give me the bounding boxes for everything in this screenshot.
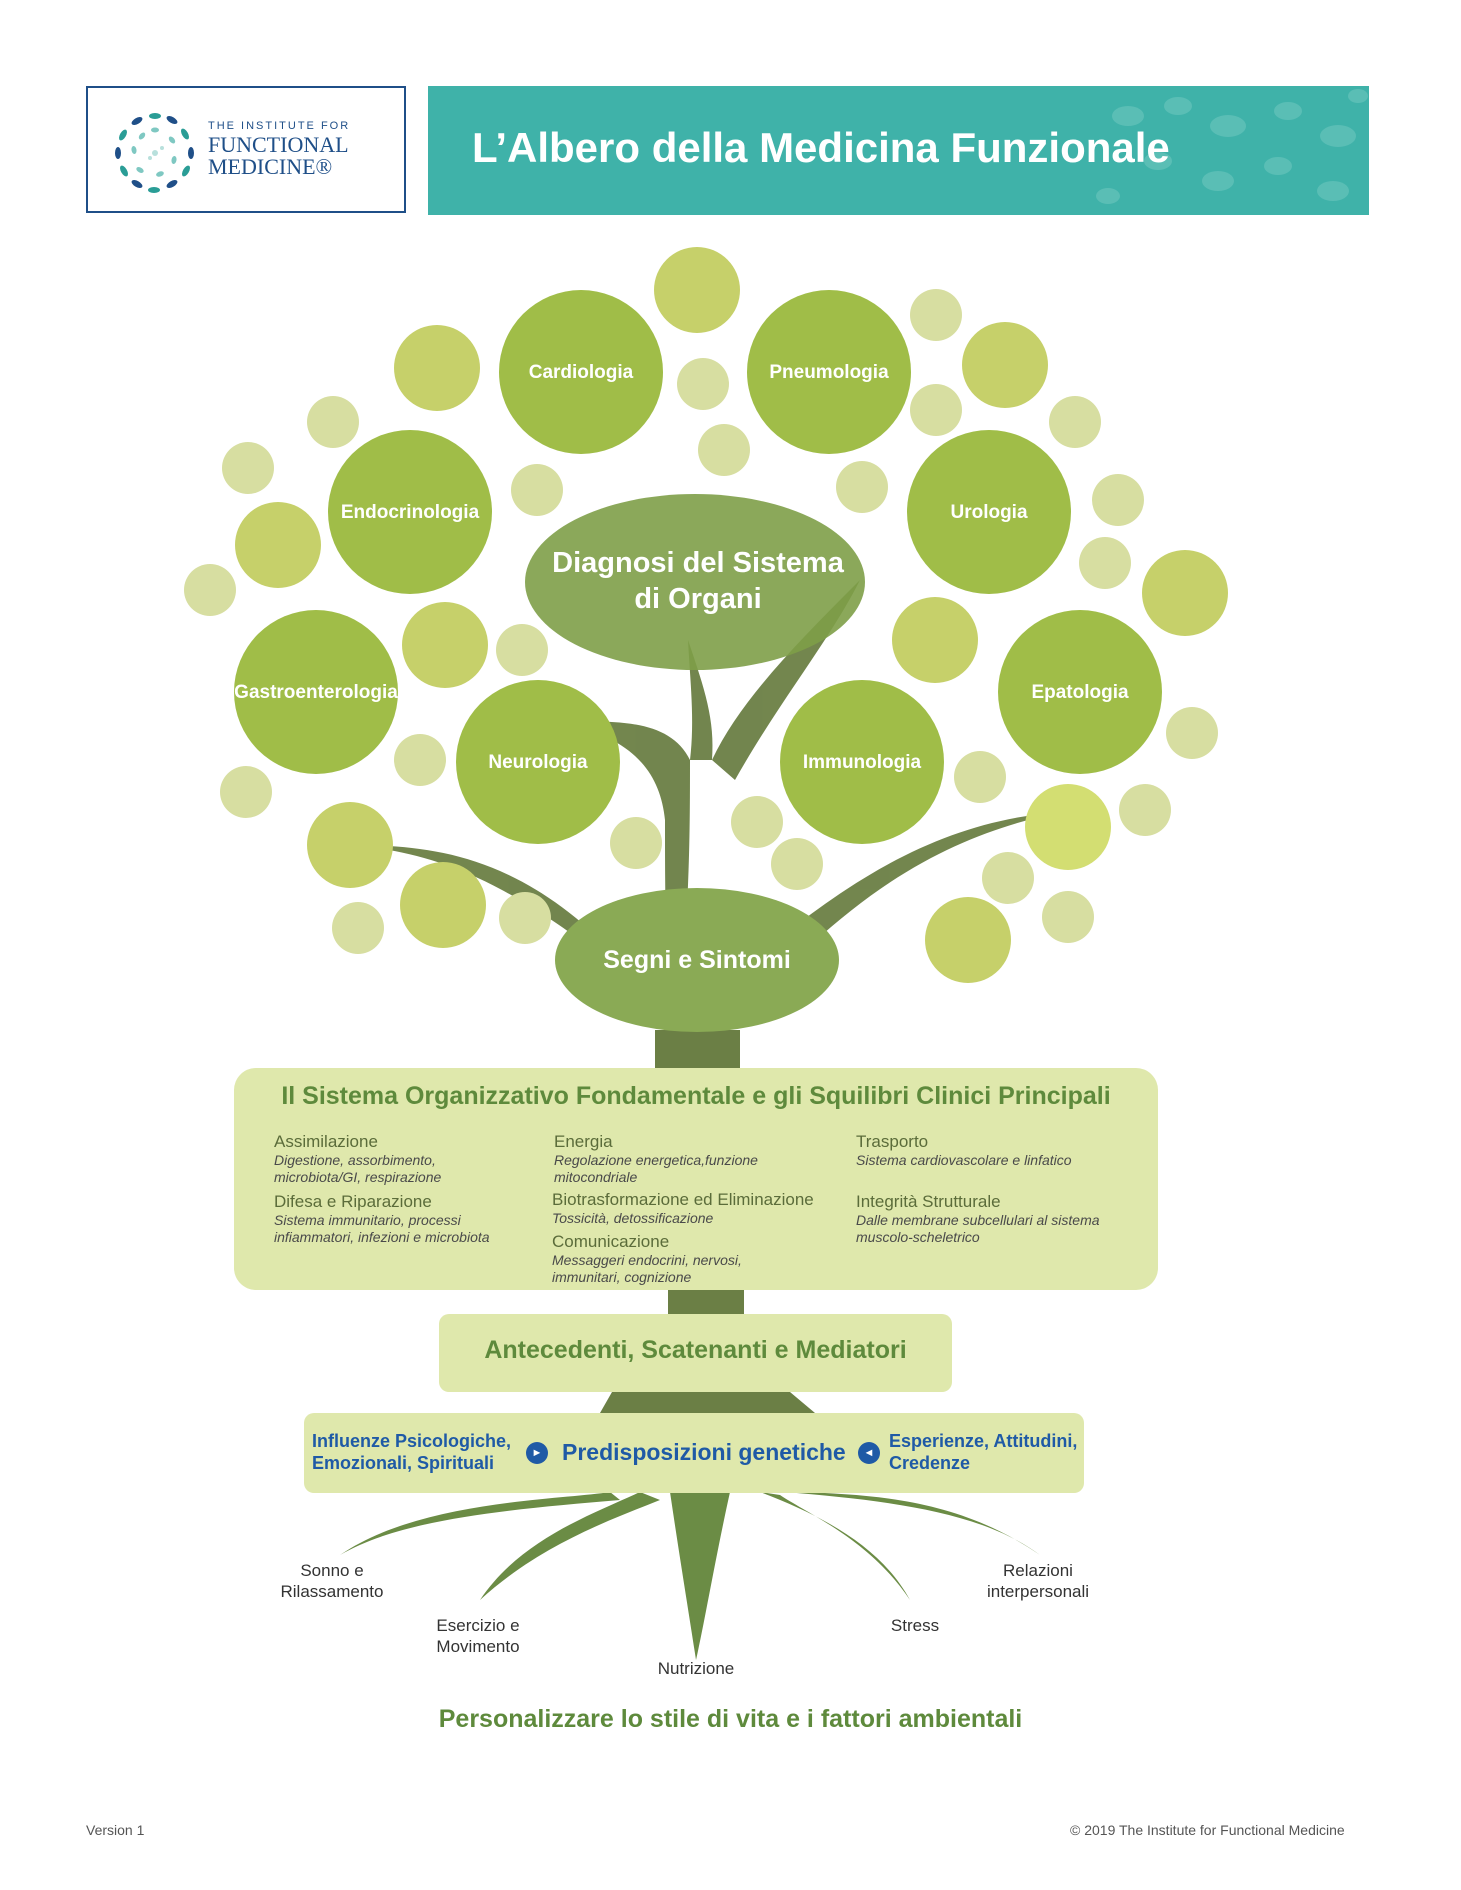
specialty-label-urologia: Urologia <box>950 502 1027 523</box>
root-label-sleep: Sonno e Rilassamento <box>280 1561 384 1601</box>
root-label-nutrition: Nutrizione <box>657 1659 735 1678</box>
specialty-label-pneumologia: Pneumologia <box>769 362 889 383</box>
psychological-influences-label: Influenze Psicologiche, Emozionali, Spir… <box>312 1431 512 1473</box>
arrow-left-icon: ◄ <box>858 1442 880 1464</box>
genetic-predispositions-label: Predisposizioni genetiche <box>562 1439 846 1465</box>
specialty-circle-pneumologia <box>747 290 911 454</box>
core-item-desc: Messaggeri endocrini, nervosi, immunitar… <box>552 1252 742 1285</box>
version-label: Version 1 <box>86 1822 145 1838</box>
experiences-attitudes-label: Esperienze, Attitudini, Credenze <box>889 1431 1078 1473</box>
core-item-label: Trasporto <box>856 1132 929 1151</box>
core-item-desc: Dalle membrane subcellulari al sistema m… <box>856 1212 1100 1245</box>
specialty-circle-neurologia <box>456 680 620 844</box>
organ-system-label-line: Diagnosi del Sistema <box>552 547 845 579</box>
core-item-desc: Sistema immunitario, processi infiammato… <box>274 1212 490 1245</box>
footer-tagline: Personalizzare lo stile di vita e i fatt… <box>438 1705 1023 1733</box>
page-title: L’Albero della Medicina Funzionale <box>472 124 1170 171</box>
core-item-desc: Digestione, assorbimento, microbiota/GI,… <box>274 1152 442 1185</box>
root-label-relationships: Relazioni interpersonali <box>986 1561 1090 1601</box>
root-label-exercise: Esercizio e Movimento <box>436 1616 520 1656</box>
core-item-energy: Energia Regolazione energetica,funzione … <box>554 1132 844 1186</box>
core-item-label: Comunicazione <box>552 1232 670 1251</box>
core-item-label: Difesa e Riparazione <box>274 1192 432 1211</box>
logo-box: THE INSTITUTE FOR FUNCTIONAL MEDICINE® <box>86 86 406 213</box>
specialty-label-epatologia: Epatologia <box>1031 682 1129 703</box>
core-item-transport: Trasporto Sistema cardiovascolare e linf… <box>856 1132 1146 1169</box>
core-item-defense-repair: Difesa e Riparazione Sistema immunitario… <box>274 1192 564 1246</box>
specialty-circle-immunologia <box>780 680 944 844</box>
specialty-label-immunologia: Immunologia <box>803 752 922 773</box>
core-item-label: Energia <box>554 1132 613 1151</box>
copyright-label: © 2019 The Institute for Functional Medi… <box>1070 1822 1345 1838</box>
signs-symptoms-label: Segni e Sintomi <box>603 946 791 974</box>
specialty-label-gastroenterologia: Gastroenterologia <box>234 682 398 703</box>
header-bar: L’Albero della Medicina Funzionale <box>428 86 1369 215</box>
trunk-segment-upper <box>655 1030 740 1070</box>
swirl-dots-logo-icon <box>115 113 194 193</box>
signs-symptoms-ellipse <box>555 888 839 1032</box>
core-item-desc: Sistema cardiovascolare e linfatico <box>856 1152 1072 1168</box>
tree-diagram: Cardiologia Pneumologia Endocrinologia U… <box>184 247 1228 1660</box>
specialty-label-cardiologia: Cardiologia <box>529 362 634 383</box>
core-item-label: Assimilazione <box>274 1132 378 1151</box>
core-item-label: Biotrasformazione ed Eliminazione <box>552 1190 814 1209</box>
specialty-circle-cardiologia <box>499 290 663 454</box>
specialty-circle-endocrinologia <box>328 430 492 594</box>
organ-system-label: Diagnosi del Sistema di Organi <box>552 547 845 615</box>
core-item-communication: Comunicazione Messaggeri endocrini, nerv… <box>552 1232 842 1286</box>
core-system-title: Il Sistema Organizzativo Fondamentale e … <box>281 1082 1111 1110</box>
trunk-segment-middle <box>670 1285 744 1315</box>
tree-roots <box>340 1492 1040 1660</box>
antecedents-label: Antecedenti, Scatenanti e Mediatori <box>484 1336 907 1364</box>
specialty-circles <box>234 290 1162 844</box>
specialty-circle-urologia <box>907 430 1071 594</box>
specialty-label-neurologia: Neurologia <box>488 752 588 773</box>
header-decorative-dots-icon <box>1096 89 1368 204</box>
organ-system-label-line: di Organi <box>634 583 761 615</box>
antecedents-box: Antecedenti, Scatenanti e Mediatori <box>439 1314 952 1392</box>
core-item-structural-integrity: Integrità Strutturale Dalle membrane sub… <box>856 1192 1146 1246</box>
arrow-right-icon: ► <box>526 1442 548 1464</box>
specialty-circle-epatologia <box>998 610 1162 774</box>
core-item-desc: Regolazione energetica,funzione mitocond… <box>554 1152 758 1185</box>
organ-system-ellipse <box>525 494 865 670</box>
specialty-label-endocrinologia: Endocrinologia <box>341 502 480 523</box>
core-item-biotransformation: Biotrasformazione ed Eliminazione Tossic… <box>552 1190 842 1227</box>
logo-small-text: THE INSTITUTE FOR <box>208 120 351 132</box>
core-item-label: Integrità Strutturale <box>856 1192 1001 1211</box>
logo-big-text: FUNCTIONAL MEDICINE® <box>208 132 349 179</box>
specialty-circle-gastroenterologia <box>234 610 398 774</box>
root-label-stress: Stress <box>890 1616 940 1635</box>
core-item-desc: Tossicità, detossificazione <box>552 1210 714 1226</box>
core-item-assimilation: Assimilazione Digestione, assorbimento, … <box>274 1132 564 1186</box>
predispositions-box: Influenze Psicologiche, Emozionali, Spir… <box>304 1413 1084 1493</box>
core-system-box: Il Sistema Organizzativo Fondamentale e … <box>234 1068 1158 1290</box>
decorative-circles <box>184 247 1228 983</box>
